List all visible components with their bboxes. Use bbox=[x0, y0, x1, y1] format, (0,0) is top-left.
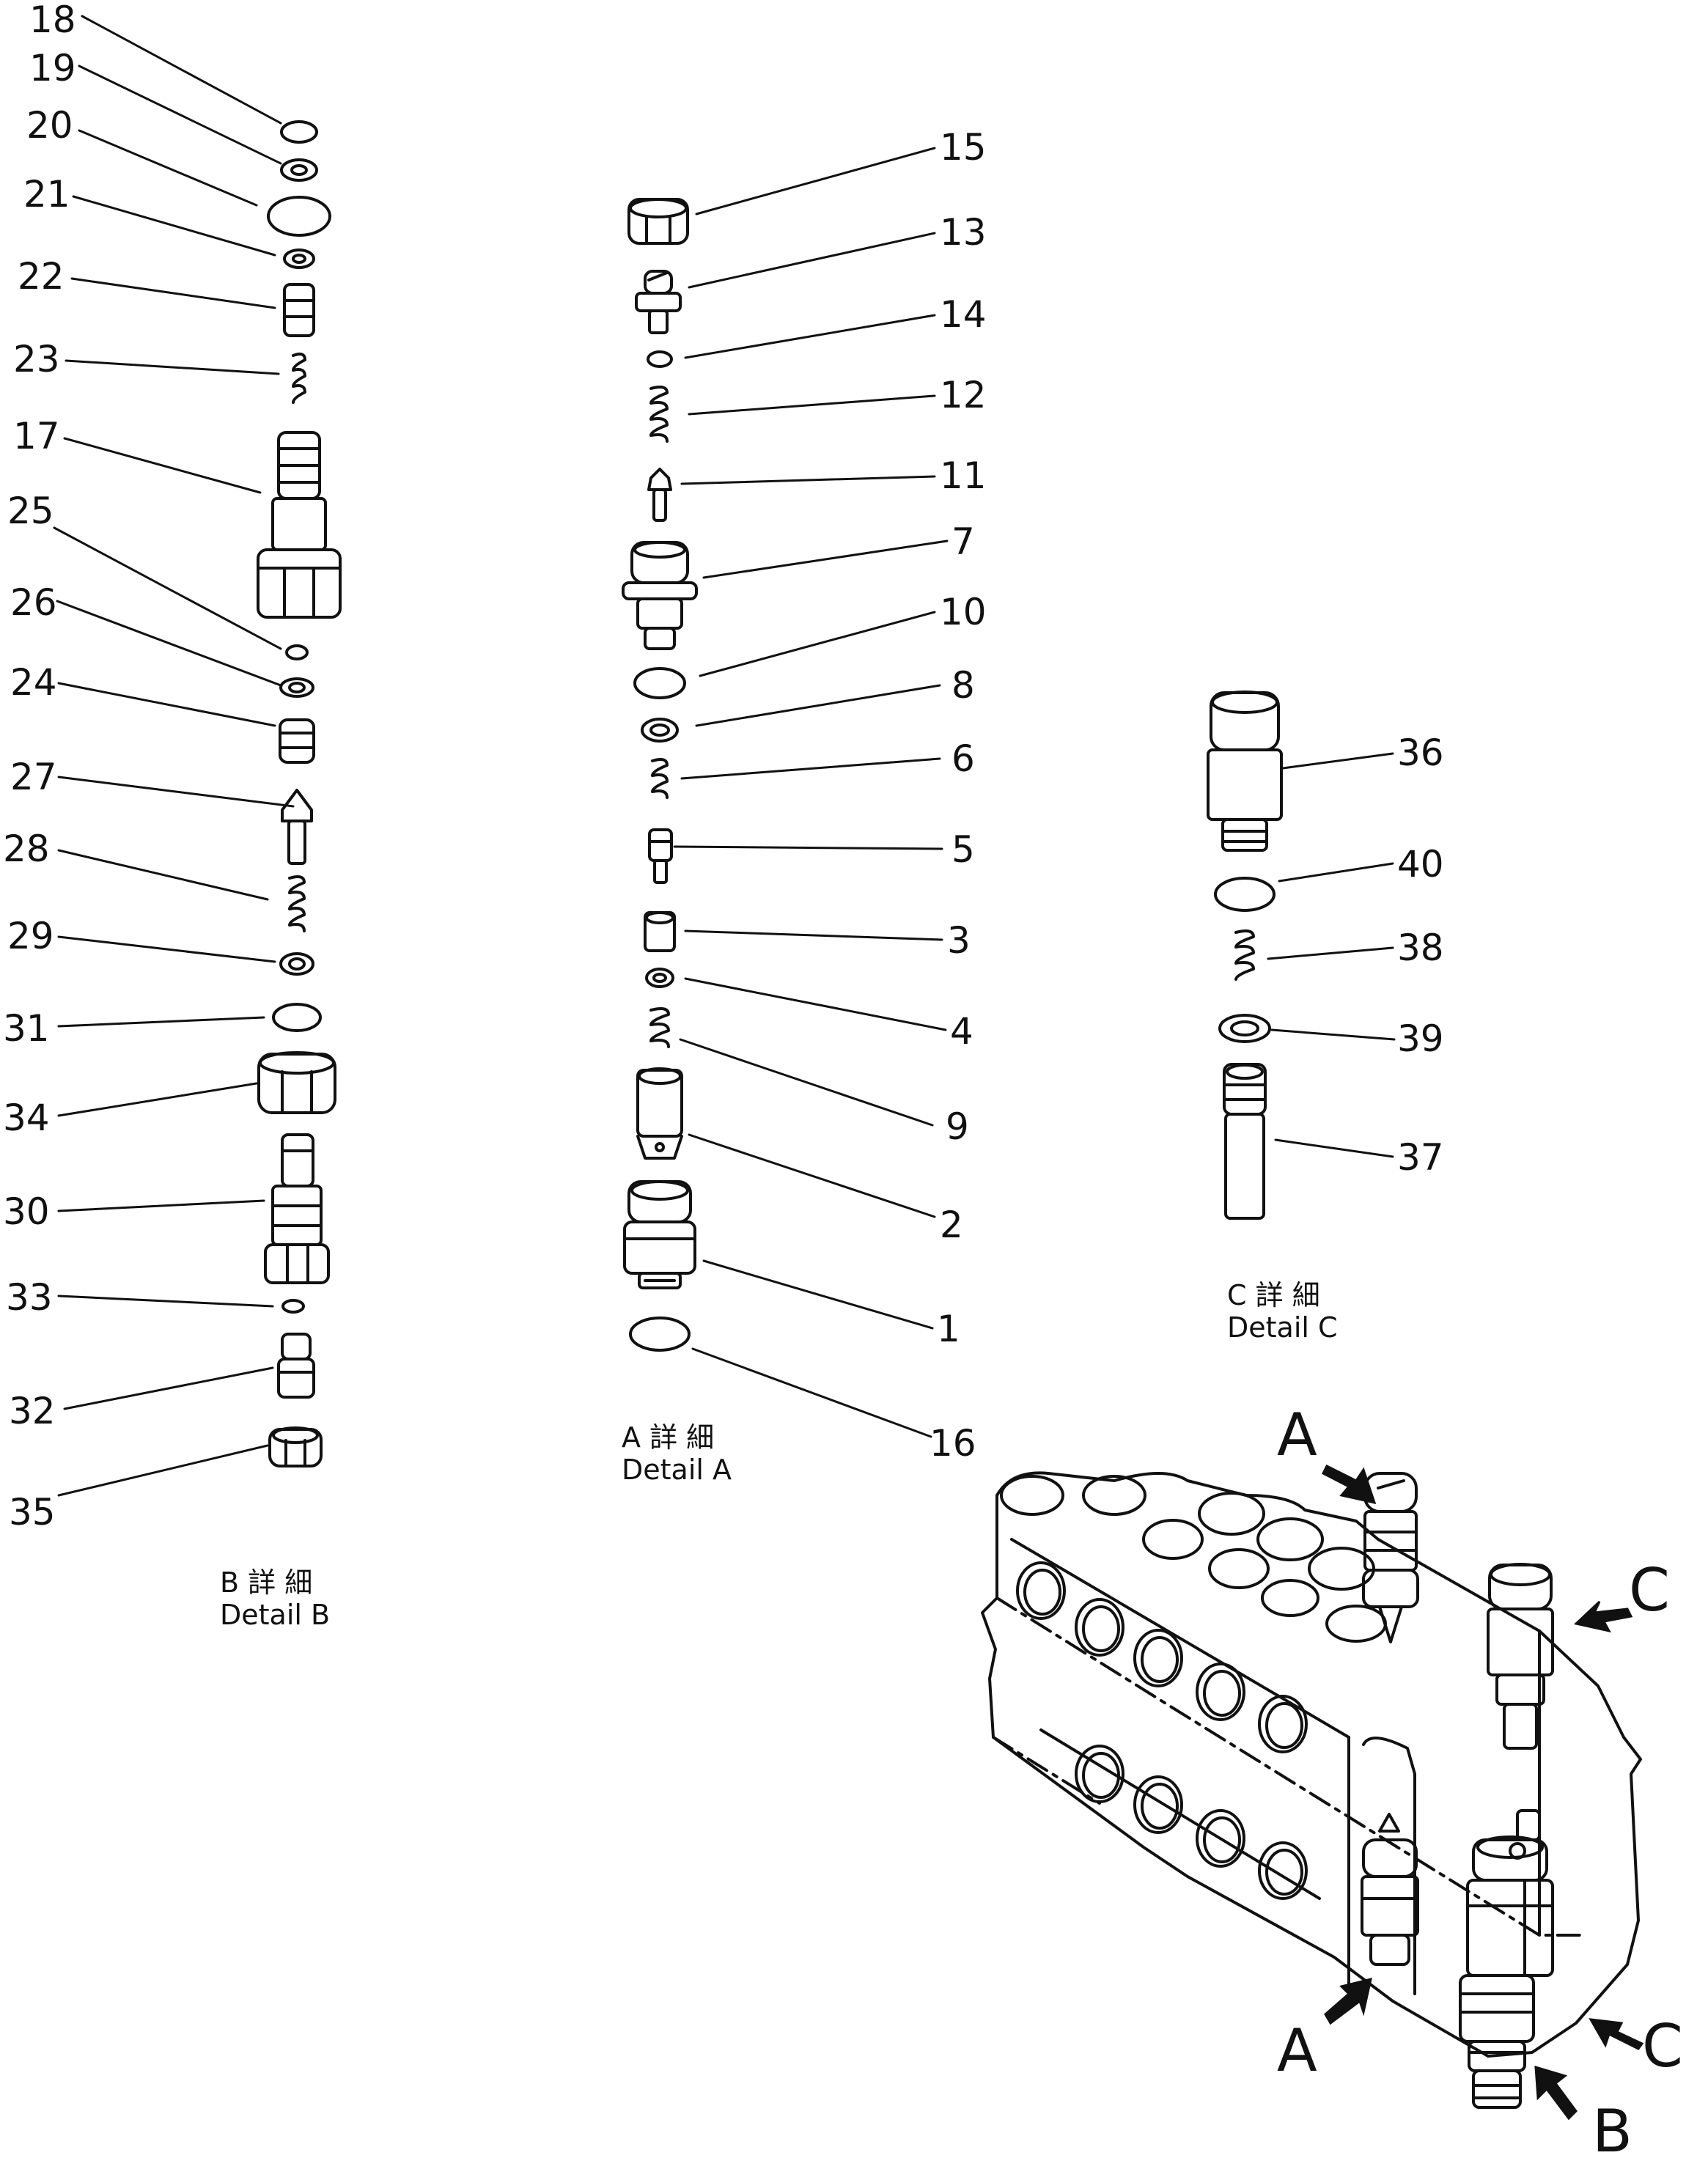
part-label-16: 16 bbox=[930, 1422, 976, 1465]
detail-a-caption-jp: A 詳 細 bbox=[622, 1421, 715, 1454]
part-label-33: 33 bbox=[6, 1276, 53, 1319]
part-label-5: 5 bbox=[951, 828, 975, 871]
part-label-1: 1 bbox=[937, 1308, 960, 1350]
part-label-11: 11 bbox=[940, 454, 987, 497]
part-label-20: 20 bbox=[26, 104, 73, 147]
detail-a-caption-en: Detail A bbox=[622, 1453, 732, 1486]
part-label-10: 10 bbox=[940, 591, 987, 633]
detail-b-caption: B 詳 細 Detail B bbox=[220, 1566, 331, 1631]
callout-c-bottom: C bbox=[1642, 2012, 1683, 2080]
part-label-30: 30 bbox=[3, 1190, 50, 1233]
part-label-39: 39 bbox=[1397, 1017, 1444, 1060]
part-label-38: 38 bbox=[1397, 927, 1444, 969]
detail-b-caption-en: Detail B bbox=[220, 1598, 331, 1631]
detail-a-leaders bbox=[673, 147, 949, 1438]
part-label-40: 40 bbox=[1397, 843, 1444, 885]
part-label-34: 34 bbox=[3, 1097, 50, 1139]
part-label-14: 14 bbox=[940, 293, 987, 336]
callout-b: B bbox=[1592, 2097, 1632, 2165]
part-label-8: 8 bbox=[951, 664, 975, 707]
valve-body-illustration bbox=[981, 1471, 1642, 2109]
part-label-36: 36 bbox=[1397, 732, 1444, 774]
part-label-3: 3 bbox=[947, 919, 971, 962]
part-label-17: 17 bbox=[13, 415, 60, 457]
detail-c-caption: C 詳 細 Detail C bbox=[1227, 1279, 1338, 1344]
part-label-21: 21 bbox=[23, 173, 70, 216]
callout-c-top: C bbox=[1629, 1556, 1670, 1624]
arrow-a-bottom-icon bbox=[1324, 1977, 1372, 2025]
arrow-c-top-icon bbox=[1573, 1600, 1633, 1633]
part-label-19: 19 bbox=[29, 47, 76, 89]
detail-a-group bbox=[622, 147, 949, 1438]
part-label-9: 9 bbox=[946, 1105, 969, 1148]
detail-b-group bbox=[53, 15, 342, 1497]
detail-c-caption-jp: C 詳 細 bbox=[1227, 1279, 1320, 1311]
arrow-c-bottom-icon bbox=[1589, 2018, 1644, 2050]
callout-arrows bbox=[1321, 1464, 1644, 2121]
part-label-37: 37 bbox=[1397, 1136, 1444, 1179]
detail-c-caption-en: Detail C bbox=[1227, 1311, 1338, 1344]
part-label-18: 18 bbox=[29, 0, 76, 41]
part-label-2: 2 bbox=[940, 1204, 963, 1246]
part-label-25: 25 bbox=[7, 490, 54, 532]
part-label-28: 28 bbox=[3, 828, 50, 870]
part-label-29: 29 bbox=[7, 915, 54, 957]
detail-b-caption-jp: B 詳 細 bbox=[220, 1566, 313, 1599]
detail-b-leaders bbox=[53, 15, 295, 1497]
part-label-15: 15 bbox=[940, 126, 987, 169]
arrow-b-icon bbox=[1534, 2065, 1578, 2121]
detail-a-caption: A 詳 細 Detail A bbox=[622, 1421, 732, 1486]
part-label-24: 24 bbox=[10, 661, 57, 704]
part-label-13: 13 bbox=[940, 211, 987, 254]
detail-c-group bbox=[1207, 691, 1396, 1220]
part-label-27: 27 bbox=[10, 756, 57, 798]
part-label-22: 22 bbox=[18, 255, 65, 298]
part-label-31: 31 bbox=[3, 1007, 50, 1050]
part-label-4: 4 bbox=[950, 1010, 973, 1053]
callout-a-bottom: A bbox=[1277, 2017, 1317, 2085]
part-label-7: 7 bbox=[951, 520, 975, 563]
detail-c-leaders bbox=[1267, 752, 1396, 1158]
part-label-23: 23 bbox=[13, 338, 60, 380]
part-label-6: 6 bbox=[951, 737, 975, 780]
part-label-26: 26 bbox=[10, 581, 57, 624]
callout-a-top: A bbox=[1277, 1401, 1317, 1469]
part-label-12: 12 bbox=[940, 374, 987, 416]
part-label-32: 32 bbox=[9, 1390, 56, 1432]
arrow-a-top-icon bbox=[1321, 1464, 1377, 1505]
part-label-35: 35 bbox=[9, 1491, 56, 1533]
